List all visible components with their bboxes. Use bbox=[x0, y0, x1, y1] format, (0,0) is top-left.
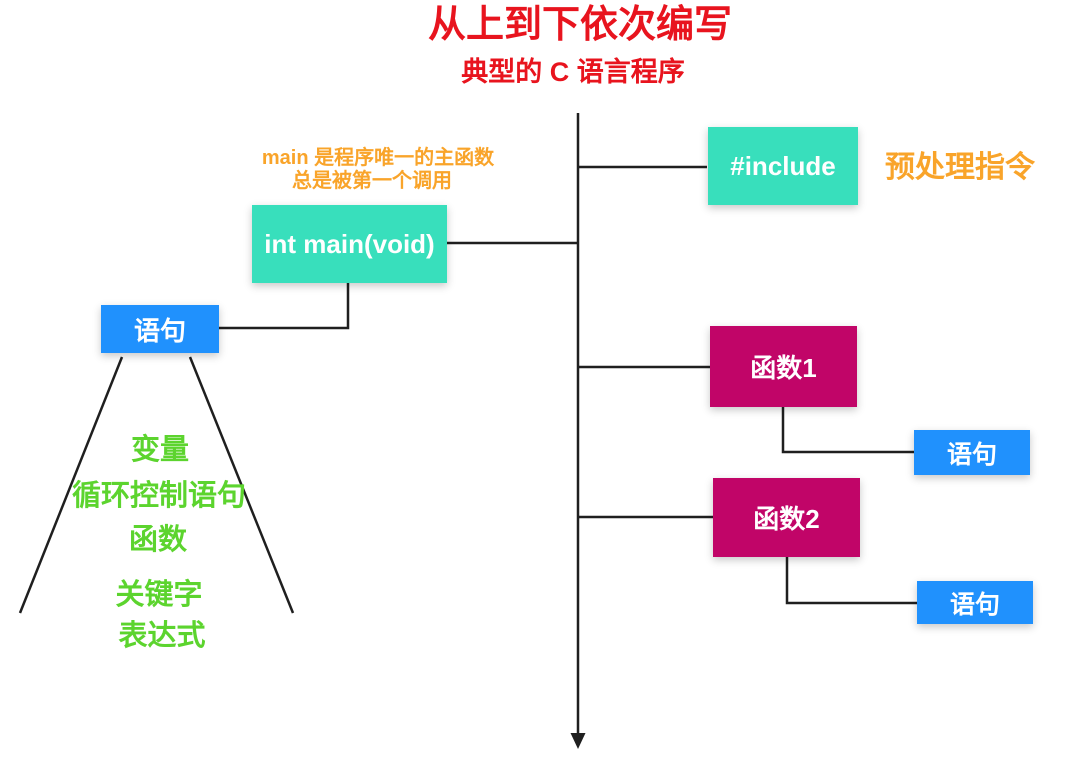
node-function2-label: 函数2 bbox=[753, 504, 820, 534]
statement-component-variable: 变量 bbox=[130, 434, 190, 466]
main-to-statement-elbow bbox=[219, 283, 350, 330]
statement-component-expression: 表达式 bbox=[118, 620, 206, 652]
node-statement-func2-label: 语句 bbox=[949, 590, 1000, 619]
page-subtitle: 典型的 C 语言程序 bbox=[461, 57, 685, 87]
node-statement-left-label: 语句 bbox=[133, 315, 186, 346]
func2-to-statement-elbow bbox=[785, 557, 917, 605]
main-annotation-line2: 总是被第一个调用 bbox=[292, 170, 452, 192]
func1-to-statement-elbow bbox=[781, 407, 914, 454]
node-function1-label: 函数1 bbox=[750, 353, 817, 383]
node-include-label: #include bbox=[730, 150, 836, 181]
preprocessor-directive-label: 预处理指令 bbox=[885, 151, 1035, 184]
statement-component-keyword: 关键字 bbox=[115, 579, 203, 611]
statement-component-loop-control: 循环控制语句 bbox=[71, 480, 247, 512]
node-int-main: int main(void) bbox=[252, 205, 447, 283]
node-statement-func1: 语句 bbox=[914, 430, 1030, 475]
node-statement-func1-label: 语句 bbox=[946, 440, 997, 469]
node-int-main-label: int main(void) bbox=[264, 228, 435, 259]
statement-fanout-left-line bbox=[18, 356, 124, 614]
node-statement-left: 语句 bbox=[101, 305, 219, 353]
node-function1: 函数1 bbox=[710, 326, 857, 407]
main-annotation-line1: main 是程序唯一的主函数 bbox=[261, 147, 495, 169]
node-statement-func2: 语句 bbox=[917, 581, 1033, 624]
node-function2: 函数2 bbox=[713, 478, 860, 557]
page-title: 从上到下依次编写 bbox=[427, 4, 733, 46]
statement-component-function: 函数 bbox=[128, 524, 188, 556]
spine-arrowhead-icon bbox=[570, 733, 586, 749]
statement-fanout-right-line bbox=[188, 356, 295, 614]
node-include: #include bbox=[708, 127, 858, 205]
